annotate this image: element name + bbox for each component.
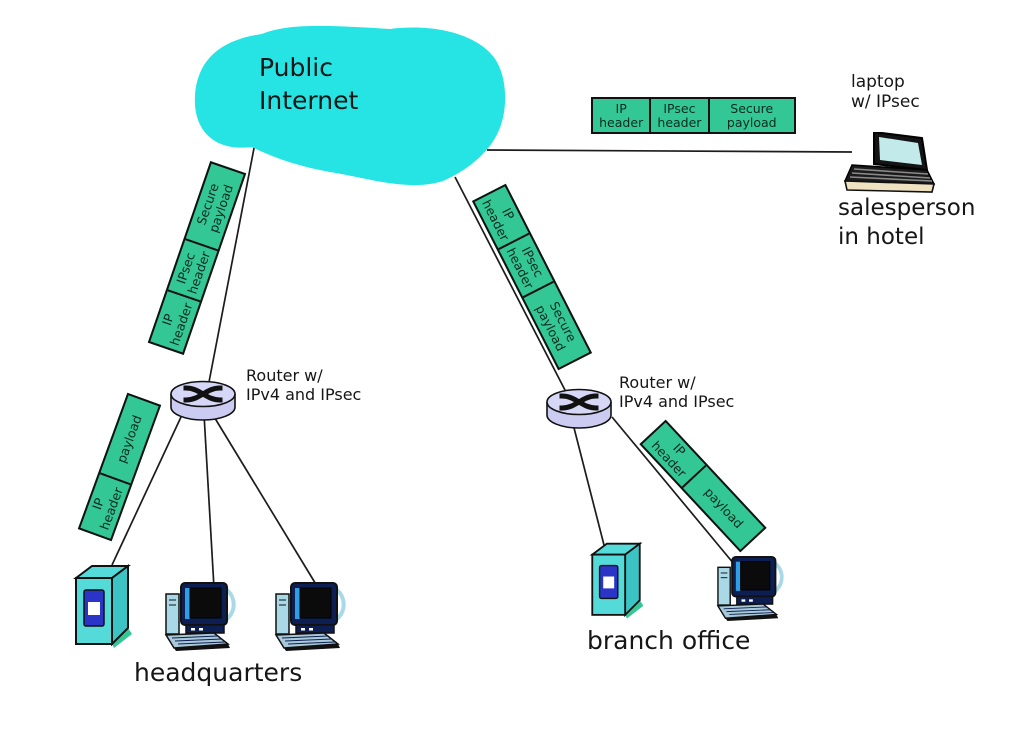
- link-cloud-left-router: [208, 142, 256, 383]
- laptop-icon: [840, 132, 940, 196]
- router-right-icon: [543, 386, 615, 432]
- packet-cell-ip-header: IP header: [593, 99, 652, 132]
- hq-server-icon: [70, 562, 134, 654]
- link-right-router-server: [571, 419, 605, 546]
- headquarters-label: headquarters: [134, 658, 303, 687]
- packet-wan-laptop: IP header IPsec header Secure payload: [591, 97, 796, 134]
- salesperson-label: salesperson in hotel: [838, 195, 976, 250]
- internet-cloud: [194, 25, 506, 186]
- router-crossarrows-glyph: [183, 385, 223, 403]
- hq-pc1-icon: [164, 582, 236, 652]
- link-cloud-right-router: [454, 176, 567, 393]
- branch-pc-icon: [712, 556, 788, 622]
- router-left-label: Router w/ IPv4 and IPsec: [246, 366, 362, 405]
- hq-pc2-icon: [274, 582, 346, 652]
- link-left-router-pc2: [212, 414, 318, 587]
- router-left-icon: [167, 378, 239, 424]
- branch-server-icon: [586, 540, 646, 624]
- router-right-label: Router w/ IPv4 and IPsec: [619, 373, 735, 412]
- link-cloud-laptop: [486, 149, 853, 153]
- link-left-router-pc1: [203, 413, 215, 589]
- link-right-router-pc: [611, 416, 735, 565]
- laptop-label: laptop w/ IPsec: [851, 72, 920, 113]
- packet-cell-secure-payload: Secure payload: [726, 100, 777, 130]
- network-links: [111, 142, 853, 589]
- branch-office-label: branch office: [587, 626, 751, 655]
- packet-cell-ipsec-header: IPsec header: [651, 99, 710, 132]
- internet-cloud-label: Public Internet: [259, 53, 359, 115]
- router-crossarrows-glyph: [559, 393, 599, 411]
- link-left-router-server: [111, 416, 182, 566]
